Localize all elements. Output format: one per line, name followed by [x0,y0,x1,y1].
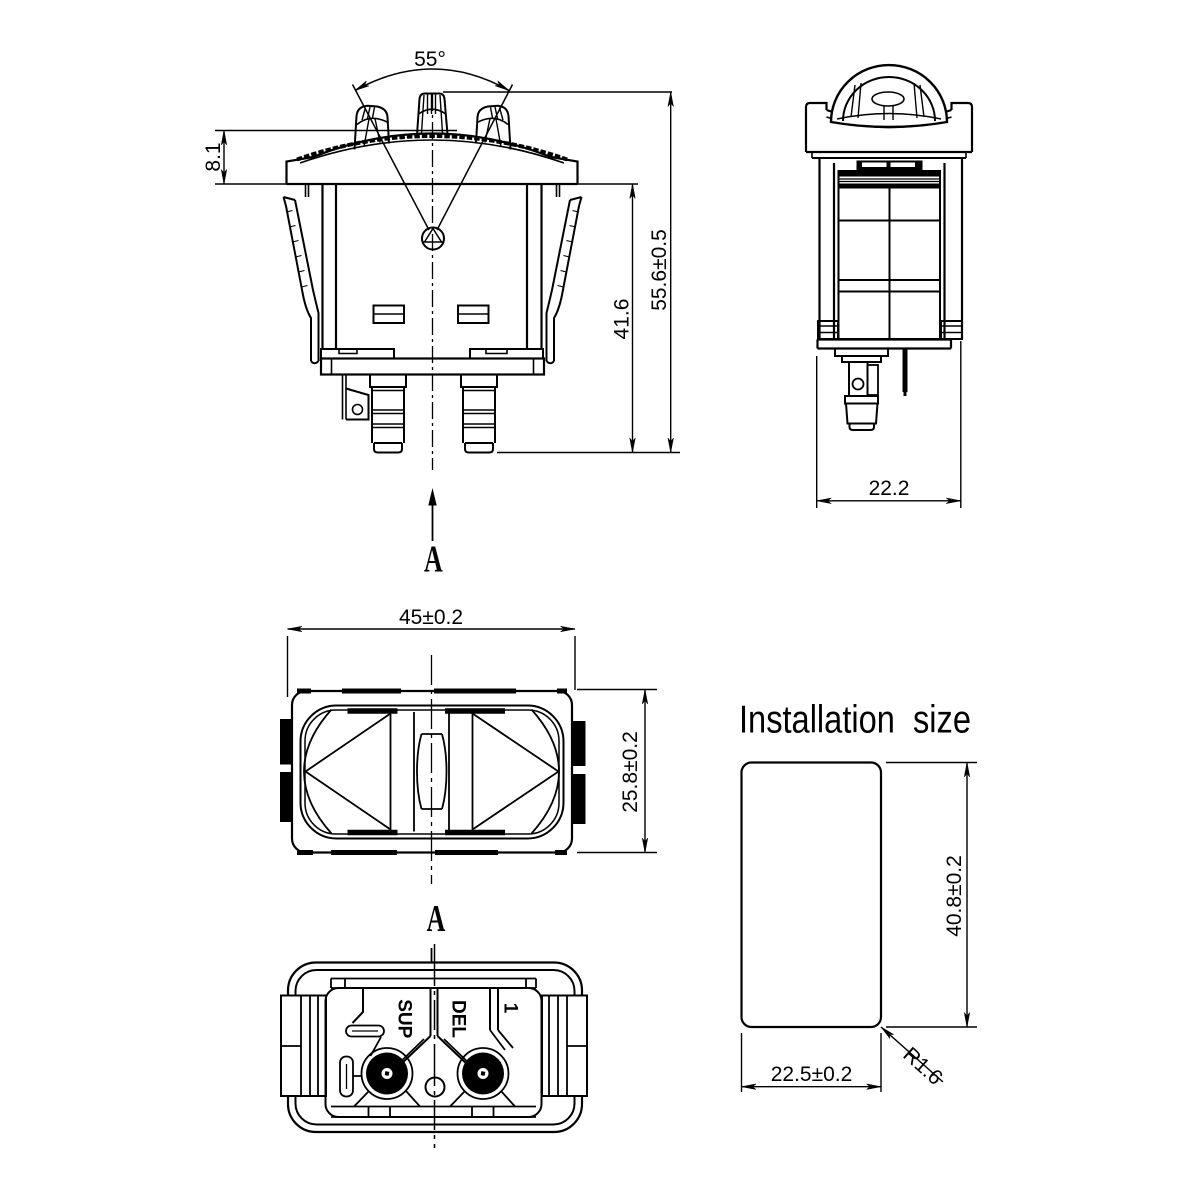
svg-text:R1.6: R1.6 [898,1043,946,1090]
svg-text:41.6: 41.6 [611,299,634,340]
svg-text:55.6±0.5: 55.6±0.5 [648,229,671,311]
svg-text:DEL: DEL [448,1000,469,1038]
svg-text:55°: 55° [414,48,446,71]
svg-text:A: A [424,539,443,581]
svg-text:22.2: 22.2 [869,477,910,500]
svg-text:8.1: 8.1 [202,142,225,171]
svg-text:SUP: SUP [394,999,415,1038]
svg-text:22.5±0.2: 22.5±0.2 [771,1063,853,1086]
svg-text:25.8±0.2: 25.8±0.2 [619,731,642,813]
svg-text:45±0.2: 45±0.2 [399,606,463,629]
svg-text:Installation size: Installation size [739,699,971,742]
svg-text:A: A [427,898,446,940]
svg-text:1: 1 [500,1003,521,1014]
svg-text:40.8±0.2: 40.8±0.2 [943,855,966,937]
